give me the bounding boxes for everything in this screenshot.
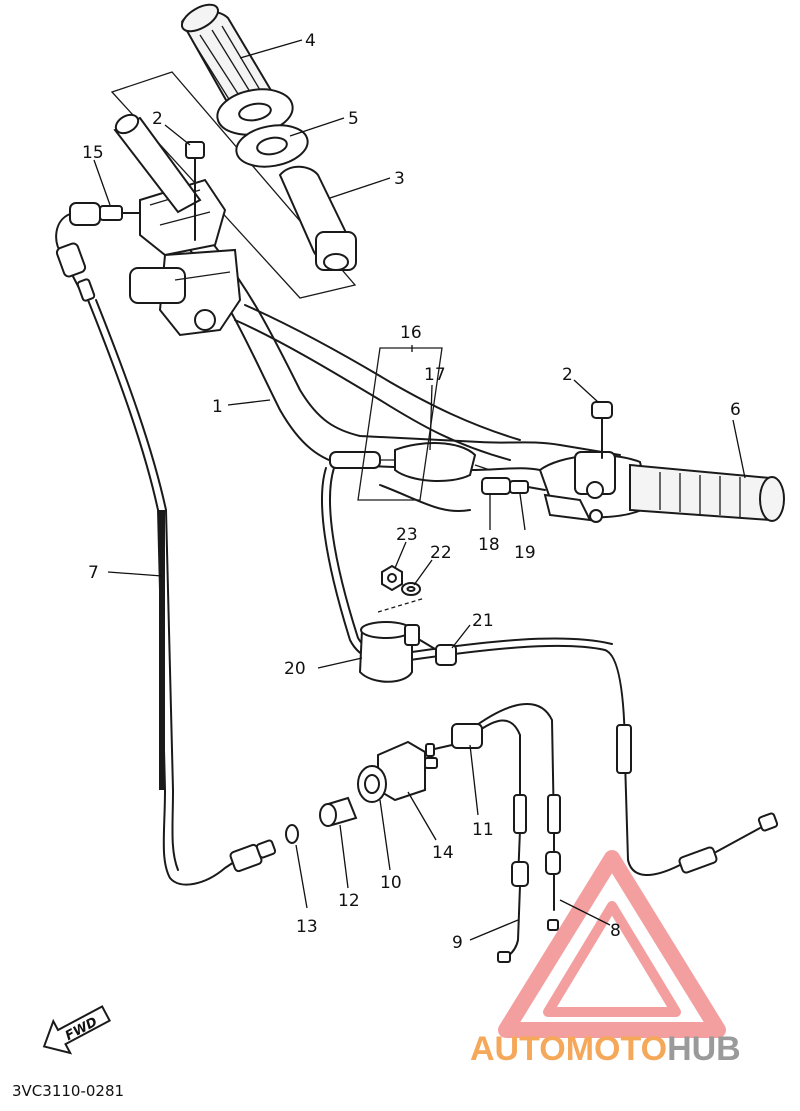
callout-15: 15 [82,143,104,163]
nut-23 [381,564,403,592]
callout-23: 23 [396,525,418,545]
callout-5: 5 [348,109,359,129]
callout-8: 8 [610,921,621,941]
callout-7: 7 [88,563,99,583]
throttle-cables-8-9 [321,467,779,963]
callout-12: 12 [338,891,360,911]
callout-17: 17 [424,365,446,385]
right-grip-6 [629,463,785,522]
callout-3: 3 [394,169,405,189]
cable-adjuster-15 [69,202,141,226]
callout-20: 20 [284,659,306,679]
callout-9: 9 [452,933,463,953]
fwd-arrow: FWD [42,1005,112,1055]
watermark-word-a: AUTOMOTO [470,1030,667,1068]
bolt-21 [419,639,457,666]
callout-22: 22 [430,543,452,563]
watermark-logo [498,850,726,1038]
callout-18: 18 [478,535,500,555]
callout-13: 13 [296,917,318,937]
watermark-text: AUTOMOTOHUB [470,1030,741,1068]
left-grip-group-outline [110,71,357,299]
callout-1: 1 [212,397,223,417]
callout-2-right: 2 [562,365,573,385]
callout-21: 21 [472,611,494,631]
callout-10: 10 [380,873,402,893]
sleeve-12 [319,796,358,827]
adjuster-18-19 [481,477,546,495]
callout-labels: 4 5 3 2 15 1 16 17 2 6 18 19 7 23 22 21 … [82,31,741,953]
watermark-word-b: HUB [667,1030,741,1068]
cable-protector-17 [329,442,491,483]
junction-body-10-14 [357,740,438,803]
clamp-20 [358,621,420,683]
leader-lines [93,39,746,941]
callout-6: 6 [730,400,741,420]
callout-16: 16 [400,323,422,343]
assembly-guide [377,597,426,613]
clutch-cable-7 [55,213,277,886]
washer-22 [401,582,421,596]
group-outline-16 [357,347,443,501]
screw-2-left [185,141,205,241]
throttle-tube-3 [278,165,357,271]
left-lever-housing [129,178,242,337]
left-grip-sleeve [113,113,202,214]
diagram-code: 3VC3110-0281 [12,1082,124,1100]
callout-19: 19 [514,543,536,563]
screw-2-right [591,401,613,459]
oring-13 [285,824,299,844]
callout-14: 14 [432,843,454,863]
callout-2-left: 2 [152,109,163,129]
callout-11: 11 [472,820,494,840]
washer-5 [216,88,309,168]
callout-4: 4 [305,31,316,51]
cable-junction-11 [425,723,483,757]
